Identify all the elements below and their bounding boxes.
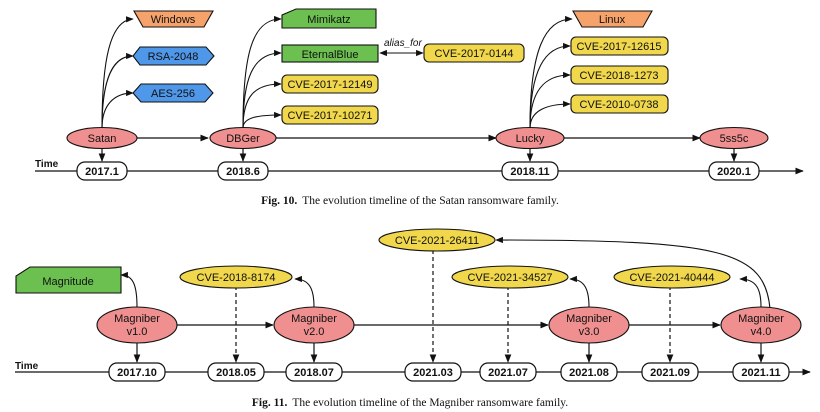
svg-text:v3.0: v3.0 (579, 326, 600, 338)
svg-text:Magniber: Magniber (738, 313, 784, 325)
node-cve-2021-34527: CVE-2021-34527 (451, 265, 569, 289)
svg-text:2021.03: 2021.03 (413, 367, 453, 379)
svg-text:EternalBlue: EternalBlue (302, 49, 359, 61)
fig10-date-box-2020-1: 2020.1 (708, 161, 760, 181)
svg-text:Magniber: Magniber (566, 313, 612, 325)
svg-text:2021.08: 2021.08 (569, 367, 609, 379)
alias-for-label: alias_for (384, 38, 422, 49)
node-magniber-v3: Magniber v3.0 (548, 306, 630, 344)
svg-text:CVE-2018-8174: CVE-2018-8174 (197, 272, 276, 284)
svg-text:5ss5c: 5ss5c (720, 133, 749, 145)
svg-text:v1.0: v1.0 (127, 326, 148, 338)
svg-text:2018.6: 2018.6 (226, 166, 260, 178)
svg-text:Magniber: Magniber (114, 313, 160, 325)
fig10-date-box-2018-11: 2018.11 (501, 161, 559, 181)
svg-text:CVE-2017-10271: CVE-2017-10271 (287, 110, 372, 122)
svg-text:CVE-2021-26411: CVE-2021-26411 (395, 235, 479, 247)
svg-text:CVE-2010-0738: CVE-2010-0738 (580, 99, 659, 111)
fig11-date-box-2021-07: 2021.07 (479, 362, 537, 382)
svg-text:v2.0: v2.0 (304, 326, 325, 338)
svg-text:2020.1: 2020.1 (717, 166, 751, 178)
svg-text:2018.07: 2018.07 (294, 367, 334, 379)
node-cve-2017-10271: CVE-2017-10271 (281, 105, 379, 125)
svg-text:CVE-2017-12149: CVE-2017-12149 (287, 79, 372, 91)
node-magniber-v2: Magniber v2.0 (273, 306, 355, 344)
node-cve-2017-0144: CVE-2017-0144 (423, 43, 525, 63)
node-5ss5c: 5ss5c (699, 126, 769, 150)
node-linux: Linux (572, 10, 653, 28)
node-magniber-v1: Magniber v1.0 (96, 306, 178, 344)
fig10-date-box-2017-1: 2017.1 (76, 161, 128, 181)
fig11-caption: Fig. 11.The evolution timeline of the Ma… (252, 397, 568, 409)
svg-text:2018.05: 2018.05 (216, 367, 256, 379)
svg-text:RSA-2048: RSA-2048 (148, 51, 199, 63)
node-windows: Windows (133, 10, 214, 28)
node-magnitude: Magnitude (15, 266, 122, 294)
node-lucky: Lucky (495, 126, 565, 150)
node-eternalblue: EternalBlue (281, 44, 379, 63)
fig10-caption: Fig. 10.The evolution timeline of the Sa… (261, 195, 559, 207)
svg-text:2017.10: 2017.10 (117, 367, 157, 379)
node-cve-2017-12615: CVE-2017-12615 (570, 36, 669, 56)
svg-text:CVE-2021-40444: CVE-2021-40444 (629, 272, 714, 284)
svg-text:2018.11: 2018.11 (510, 166, 549, 178)
svg-text:AES-256: AES-256 (151, 88, 195, 100)
node-cve-2018-1273: CVE-2018-1273 (570, 65, 669, 85)
fig10-time-label: Time (35, 159, 59, 170)
svg-text:CVE-2021-34527: CVE-2021-34527 (467, 272, 552, 284)
svg-text:Linux: Linux (599, 14, 626, 26)
fig11-date-box-2018-05: 2018.05 (207, 362, 265, 382)
fig10-satan-timeline: Time 2017.1 2018.6 2018.11 2020.1 (35, 8, 804, 207)
node-magniber-v4: Magniber v4.0 (720, 306, 802, 344)
svg-text:Satan: Satan (88, 133, 117, 145)
svg-text:2021.11: 2021.11 (741, 367, 780, 379)
fig11-date-box-2018-07: 2018.07 (285, 362, 343, 382)
node-cve-2021-40444: CVE-2021-40444 (613, 265, 731, 289)
svg-text:Magnitude: Magnitude (42, 276, 93, 288)
svg-text:Magniber: Magniber (291, 313, 337, 325)
svg-text:Windows: Windows (151, 14, 196, 26)
svg-text:CVE-2017-0144: CVE-2017-0144 (435, 48, 514, 60)
node-cve-2017-12149: CVE-2017-12149 (281, 74, 379, 94)
fig11-date-box-2021-09: 2021.09 (641, 362, 699, 382)
svg-text:Lucky: Lucky (516, 133, 545, 145)
svg-text:CVE-2017-12615: CVE-2017-12615 (576, 41, 661, 53)
node-dbger: DBGer (209, 126, 277, 150)
fig11-magniber-timeline: Time 2017.10 2018.05 2018.07 2021.03 202… (15, 228, 811, 409)
svg-text:2021.07: 2021.07 (488, 367, 528, 379)
node-cve-2021-26411: CVE-2021-26411 (378, 228, 496, 252)
fig10-date-box-2018-6: 2018.6 (217, 161, 269, 181)
fig11-date-box-2021-11: 2021.11 (732, 362, 790, 382)
node-cve-2010-0738: CVE-2010-0738 (570, 94, 669, 114)
svg-text:Mimikatz: Mimikatz (307, 14, 350, 26)
node-mimikatz: Mimikatz (281, 8, 377, 29)
svg-text:CVE-2018-1273: CVE-2018-1273 (580, 70, 659, 82)
svg-text:DBGer: DBGer (226, 133, 260, 145)
svg-text:2021.09: 2021.09 (650, 367, 690, 379)
fig11-date-box-2021-03: 2021.03 (404, 362, 462, 382)
svg-text:2017.1: 2017.1 (85, 166, 119, 178)
node-rsa-2048: RSA-2048 (132, 46, 215, 66)
fig11-time-label: Time (15, 361, 39, 372)
node-cve-2018-8174: CVE-2018-8174 (179, 265, 293, 289)
fig11-date-box-2021-08: 2021.08 (560, 362, 618, 382)
node-satan: Satan (66, 126, 138, 150)
fig11-date-box-2017-10: 2017.10 (108, 362, 166, 382)
svg-text:v4.0: v4.0 (751, 326, 772, 338)
node-aes-256: AES-256 (132, 83, 214, 103)
